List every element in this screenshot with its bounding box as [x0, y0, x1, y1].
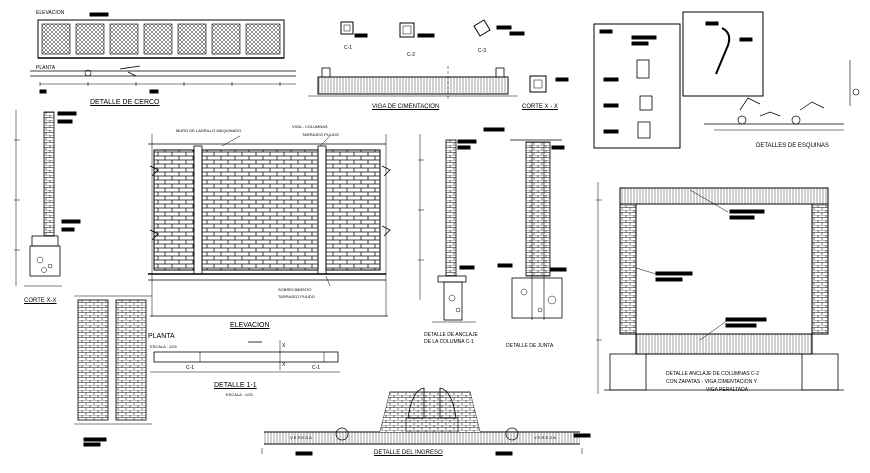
foundation-beam	[308, 66, 518, 100]
detalles-esquinas-title: DETALLES DE ESQUINAS	[756, 143, 829, 149]
detalle-11-scale: ESCALA : 1/25	[226, 392, 253, 397]
fence-elevation-title: ELEVACION	[36, 10, 65, 16]
sobrecimiento-note: SOBRECIMIENTO	[278, 287, 312, 292]
planta-title: PLANTA	[148, 333, 175, 340]
detalle-junta-title: DETALLE DE JUNTA	[506, 343, 554, 349]
fence-plan	[30, 65, 296, 94]
x-mark-bottom: X	[282, 362, 286, 368]
corner-detail-icon	[593, 11, 860, 149]
gate-icon	[261, 387, 591, 456]
c3-label: C-3	[478, 48, 487, 54]
planta-scale: ESCALA : 1/25	[150, 344, 177, 349]
anclaje-c1-title-line1: DETALLE DE ANCLAJE	[424, 332, 478, 338]
fence-plan-title: PLANTA	[36, 65, 56, 71]
anclaje-c2-title-line3: VIGA PERALTADA	[706, 387, 749, 393]
fence-elevation	[37, 12, 285, 59]
section-xx-left	[14, 110, 81, 287]
c2-label: C-2	[407, 52, 416, 58]
c1-label: C-1	[344, 45, 353, 51]
muro-ladrillo-note: MURO DE LADRILLO MAQUINADO	[176, 128, 242, 133]
elevacion-title: ELEVACION	[230, 322, 270, 329]
portal-column-anchor	[596, 182, 844, 394]
column-section-icon	[340, 19, 525, 38]
brick-wall-elevation	[148, 134, 391, 317]
anclaje-c1-title-line2: DE LA COLUMNA C-1	[424, 339, 474, 345]
corte-xx-left-title: CORTE X-X	[24, 298, 57, 304]
brick-column-detail	[74, 295, 152, 447]
vereda-left-label: V E R E D A	[290, 435, 312, 440]
anclaje-c2-title-line2: CON ZAPATAS - VIGA CIMENTACION Y	[666, 379, 757, 385]
planta-detail-11	[150, 340, 340, 373]
viga-cimentacion-title: VIGA DE CIMENTACION	[372, 104, 440, 110]
corte-xx-small-title: CORTE X - X	[522, 104, 558, 110]
detalle-cerco-title: DETALLE DE CERCO	[90, 99, 160, 106]
vereda-right-label: V E R E D A	[534, 435, 556, 440]
viga-columnas-note: VIGA - COLUMNAS	[292, 124, 328, 129]
detalle-11-title: DETALLE 1-1	[214, 382, 257, 389]
tarrajeo-pulido-note-top: TARRAJEO PULIDO	[302, 132, 340, 137]
tarrajeo-pulido-note-bottom: TARRAJEO PULIDO	[278, 294, 316, 299]
joint-detail	[483, 127, 567, 320]
x-mark-top: X	[282, 343, 286, 349]
c1-left-label: C-1	[186, 365, 195, 371]
detalle-ingreso-title: DETALLE DEL INGRESO	[374, 450, 443, 456]
column-anchor-detail	[418, 134, 477, 323]
anclaje-c2-title-line1: DETALLE ANCLAJE DE COLUMNAS C-2	[666, 371, 759, 377]
c1-right-label: C-1	[312, 365, 321, 371]
corte-xx-small	[529, 75, 569, 93]
